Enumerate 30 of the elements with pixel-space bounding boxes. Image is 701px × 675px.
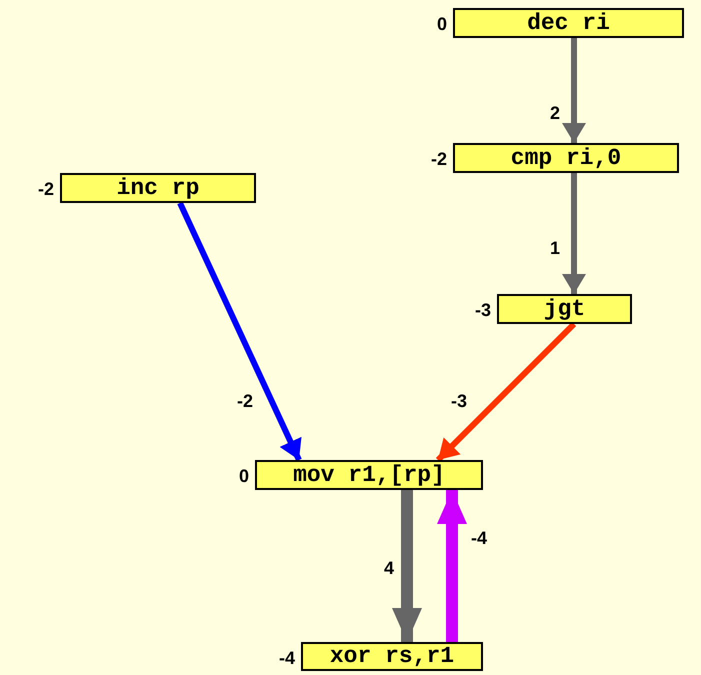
edge-label: 2 xyxy=(549,104,562,122)
edge-label: -3 xyxy=(450,392,468,410)
node-value-label: 0 xyxy=(238,467,249,485)
edge-label: 4 xyxy=(383,559,396,577)
node-value-label: -3 xyxy=(474,301,491,319)
instruction-box xyxy=(301,642,483,671)
instruction-text: cmp ri,0 xyxy=(510,146,622,170)
instruction-box xyxy=(255,460,483,490)
arrow xyxy=(177,202,302,462)
instruction-text: xor rs,r1 xyxy=(330,645,454,668)
edge-label: -4 xyxy=(470,529,488,547)
arrow xyxy=(436,322,576,462)
node-value-label: -2 xyxy=(36,180,54,198)
node-value-label: 0 xyxy=(436,15,447,33)
instruction-box xyxy=(453,143,679,173)
arrow xyxy=(562,173,586,294)
instruction-box xyxy=(497,294,632,324)
arrow xyxy=(392,490,422,642)
node-value-label: -4 xyxy=(278,649,295,667)
instruction-box xyxy=(453,8,684,38)
instruction-text: mov r1,[rp] xyxy=(293,464,445,486)
instruction-text: dec ri xyxy=(527,12,610,34)
edge-label: -2 xyxy=(236,392,254,410)
node-value-label: -2 xyxy=(430,150,447,168)
instruction-box xyxy=(60,173,256,203)
edge-label: 1 xyxy=(549,239,562,257)
arrow xyxy=(437,490,467,642)
arrow xyxy=(562,38,586,143)
instruction-text: inc rp xyxy=(116,176,200,200)
instruction-text: jgt xyxy=(544,298,586,320)
